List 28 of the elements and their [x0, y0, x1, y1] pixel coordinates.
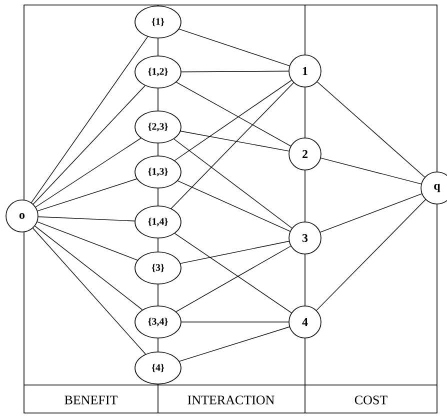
- connector-line: [176, 246, 292, 312]
- connector-line: [170, 82, 294, 209]
- connector-line: [180, 130, 290, 152]
- connector-line: [179, 326, 290, 362]
- connector-line: [31, 36, 148, 203]
- node-label: q: [434, 184, 440, 192]
- connector-line: [37, 178, 138, 212]
- connector-line: [34, 226, 143, 310]
- connector-line: [38, 216, 135, 222]
- connector-line: [36, 222, 138, 260]
- connector-line: [174, 80, 292, 161]
- column-header: INTERACTION: [188, 396, 274, 404]
- connector-line: [32, 85, 146, 204]
- connector-line: [316, 199, 426, 311]
- column-header: BENEFIT: [64, 396, 118, 404]
- connector-line: [320, 193, 422, 233]
- connector-line: [174, 233, 292, 314]
- connector-line: [35, 138, 142, 208]
- connector-line: [316, 82, 426, 178]
- connector-line: [174, 138, 292, 228]
- connector-line: [176, 82, 292, 146]
- connector-line: [181, 70, 289, 72]
- connector-line: [180, 240, 290, 264]
- column-header: COST: [354, 396, 388, 404]
- connector-line: [177, 180, 290, 232]
- connector-line: [320, 158, 422, 184]
- connector-line: [178, 28, 290, 66]
- connector-line: [32, 228, 146, 354]
